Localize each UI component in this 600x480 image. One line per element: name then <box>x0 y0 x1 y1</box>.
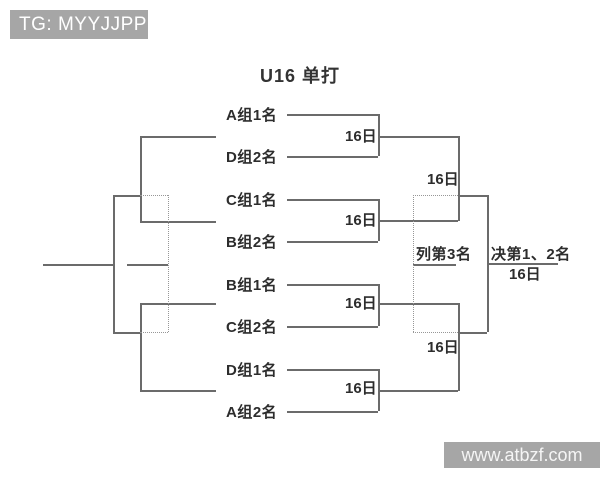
semifinal2-join-line <box>458 303 460 391</box>
match1-winner-line <box>378 136 458 138</box>
match1-slot2-line <box>287 156 378 158</box>
match3-date: 16日 <box>345 295 377 312</box>
mirror-final-join-line <box>113 195 115 332</box>
loser-dotted-vertical-right <box>413 195 414 332</box>
semifinal1-date: 16日 <box>427 171 459 188</box>
slot-b1: B组1名 <box>226 277 278 294</box>
tg-badge: TG: MYYJJPP <box>10 10 148 39</box>
final-label: 决第1、2名 <box>491 246 571 263</box>
mirror-third-place-underline <box>127 264 168 266</box>
mirror-match2-line <box>140 221 216 223</box>
match2-slot2-line <box>287 241 378 243</box>
slot-a1: A组1名 <box>226 107 278 124</box>
match3-slot1-line <box>287 284 378 286</box>
match4-slot2-line <box>287 411 378 413</box>
page-title: U16 单打 <box>259 66 341 86</box>
slot-d1: D组1名 <box>226 362 278 379</box>
match4-winner-line <box>378 390 458 392</box>
match2-winner-line <box>378 220 458 222</box>
match1-date: 16日 <box>345 128 377 145</box>
match2-slot1-line <box>287 199 378 201</box>
mirror-match3-line <box>140 303 216 305</box>
semifinal1-join-line <box>458 136 460 221</box>
third-place-label: 列第3名 <box>416 246 472 263</box>
semifinal1-winner-line <box>458 195 487 197</box>
match3-slot2-line <box>287 326 378 328</box>
slot-d2: D组2名 <box>226 149 278 166</box>
watermark: www.atbzf.com <box>444 442 600 468</box>
semifinal2-date: 16日 <box>427 339 459 356</box>
loser-dotted-top-right <box>413 195 458 196</box>
match1-slot1-line <box>287 114 378 116</box>
semifinal2-winner-line <box>458 332 487 334</box>
mirror-semifinal2-join-line <box>140 303 142 391</box>
slot-c1: C组1名 <box>226 192 278 209</box>
final-winner-line <box>487 263 558 265</box>
third-place-underline <box>413 264 456 266</box>
loser-dotted-bottom-right <box>413 332 458 333</box>
mirror-match4-line <box>140 390 216 392</box>
match4-date: 16日 <box>345 380 377 397</box>
match4-slot1-line <box>287 369 378 371</box>
match2-date: 16日 <box>345 212 377 229</box>
loser-dotted-vertical-left <box>168 195 169 332</box>
mirror-connector-bottom <box>113 332 140 334</box>
mirror-match1-line <box>140 136 216 138</box>
match3-join-line <box>378 284 380 326</box>
loser-dotted-top-left <box>140 195 168 196</box>
match1-join-line <box>378 114 380 156</box>
mirror-connector-top <box>113 195 140 197</box>
mirror-champion-line <box>43 264 113 266</box>
final-date: 16日 <box>509 266 541 283</box>
mirror-semifinal1-join-line <box>140 136 142 221</box>
slot-b2: B组2名 <box>226 234 278 251</box>
slot-c2: C组2名 <box>226 319 278 336</box>
match3-winner-line <box>378 303 458 305</box>
loser-dotted-bottom-left <box>140 332 168 333</box>
slot-a2: A组2名 <box>226 404 278 421</box>
